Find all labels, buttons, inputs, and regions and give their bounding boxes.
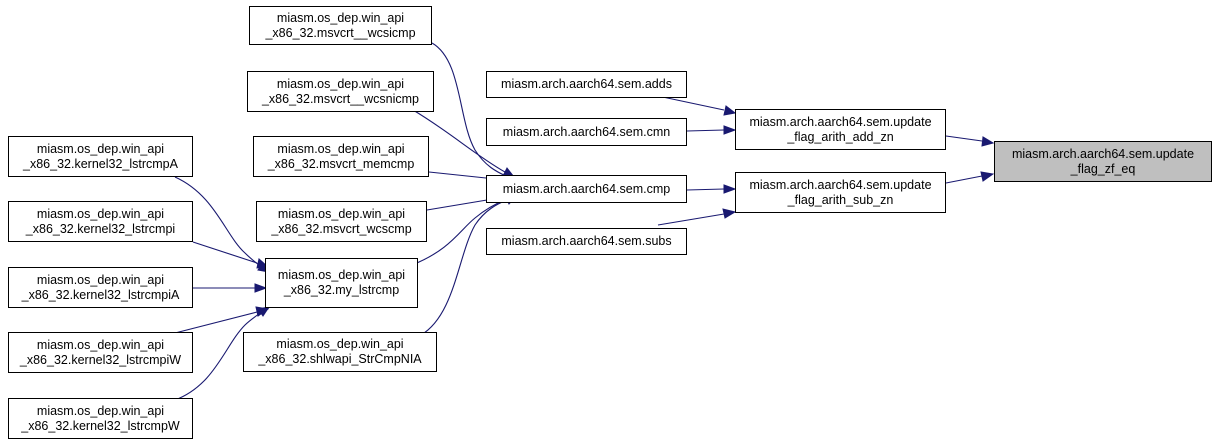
arrowhead xyxy=(257,306,271,317)
node-sem-subs[interactable]: miasm.arch.aarch64.sem.subs xyxy=(486,228,687,255)
edge-subs-to-sub-zn xyxy=(657,213,725,226)
arrowhead xyxy=(723,184,737,194)
edge-add-zn-to-zf-eq xyxy=(945,135,983,142)
edge-wcsnicmp-to-cmp xyxy=(412,109,506,173)
node-label: miasm.os_dep.win_api _x86_32.kernel32_ls… xyxy=(21,272,180,302)
edge-cmn-to-add-zn xyxy=(686,129,725,132)
edge-sub-zn-to-zf-eq xyxy=(945,175,983,184)
node-label: miasm.arch.aarch64.sem.update _flag_arit… xyxy=(749,114,932,144)
edge-my-lstrcmp-to-cmp xyxy=(411,198,508,266)
node-update-flag-arith-sub-zn[interactable]: miasm.arch.aarch64.sem.update _flag_arit… xyxy=(735,172,946,213)
edge-adds-to-add-zn xyxy=(657,95,725,111)
node-label: miasm.os_dep.win_api _x86_32.msvcrt__wcs… xyxy=(265,10,416,40)
arrowhead xyxy=(723,125,737,135)
node-label: miasm.arch.aarch64.sem.subs xyxy=(501,234,672,248)
node-update-flag-arith-add-zn[interactable]: miasm.arch.aarch64.sem.update _flag_arit… xyxy=(735,109,946,150)
arrowhead xyxy=(981,136,995,147)
node-msvcrt-memcmp[interactable]: miasm.os_dep.win_api _x86_32.msvcrt_memc… xyxy=(253,136,429,177)
edge-cmp-to-sub-zn xyxy=(686,188,725,191)
node-label: miasm.os_dep.win_api _x86_32.kernel32_ls… xyxy=(25,206,176,236)
node-kernel32-lstrcmpi[interactable]: miasm.os_dep.win_api _x86_32.kernel32_ls… xyxy=(8,201,193,242)
node-sem-cmn[interactable]: miasm.arch.aarch64.sem.cmn xyxy=(486,118,687,146)
node-label: miasm.os_dep.win_api _x86_32.kernel32_ls… xyxy=(19,337,182,367)
node-msvcrt-wcscmp[interactable]: miasm.os_dep.win_api _x86_32.msvcrt_wcsc… xyxy=(256,201,427,242)
node-shlwapi-strcmpnia[interactable]: miasm.os_dep.win_api _x86_32.shlwapi_Str… xyxy=(243,332,437,372)
node-label: miasm.arch.aarch64.sem.update _flag_zf_e… xyxy=(1011,146,1195,176)
node-label: miasm.arch.aarch64.sem.adds xyxy=(501,77,672,91)
node-label: miasm.os_dep.win_api _x86_32.msvcrt__wcs… xyxy=(261,76,419,106)
edge-lstrcmpi-to-my-lstrcmp xyxy=(192,241,258,264)
node-sem-cmp[interactable]: miasm.arch.aarch64.sem.cmp xyxy=(486,175,687,203)
node-label: miasm.os_dep.win_api _x86_32.msvcrt_wcsc… xyxy=(271,206,412,236)
arrowhead xyxy=(254,283,268,293)
arrowhead xyxy=(980,171,995,182)
node-label: miasm.os_dep.win_api _x86_32.msvcrt_memc… xyxy=(267,141,415,171)
node-sem-adds[interactable]: miasm.arch.aarch64.sem.adds xyxy=(486,71,687,98)
node-msvcrt-wcsnicmp[interactable]: miasm.os_dep.win_api _x86_32.msvcrt__wcs… xyxy=(247,71,434,112)
node-update-flag-zf-eq: miasm.arch.aarch64.sem.update _flag_zf_e… xyxy=(994,141,1212,182)
node-label: miasm.arch.aarch64.sem.update _flag_arit… xyxy=(749,177,932,207)
node-my-lstrcmp[interactable]: miasm.os_dep.win_api _x86_32.my_lstrcmp xyxy=(265,258,418,308)
node-label: miasm.os_dep.win_api _x86_32.my_lstrcmp xyxy=(277,268,406,297)
node-label: miasm.os_dep.win_api _x86_32.kernel32_ls… xyxy=(23,141,178,171)
edge-lstrcmpw-to-my-lstrcmp xyxy=(174,312,261,401)
edge-wcsicmp-to-cmp xyxy=(431,42,507,177)
node-label: miasm.os_dep.win_api _x86_32.shlwapi_Str… xyxy=(258,337,422,366)
arrowhead xyxy=(722,208,737,219)
node-label: miasm.arch.aarch64.sem.cmp xyxy=(502,181,671,196)
node-kernel32-lstrcmpia[interactable]: miasm.os_dep.win_api _x86_32.kernel32_ls… xyxy=(8,267,193,308)
arrowhead xyxy=(723,105,737,116)
edge-strcmpnia-to-cmp xyxy=(420,199,508,336)
node-msvcrt-wcsicmp[interactable]: miasm.os_dep.win_api _x86_32.msvcrt__wcs… xyxy=(249,6,432,45)
node-kernel32-lstrcmpiw[interactable]: miasm.os_dep.win_api _x86_32.kernel32_ls… xyxy=(8,332,193,373)
node-label: miasm.arch.aarch64.sem.cmn xyxy=(502,124,671,139)
node-kernel32-lstrcmpw[interactable]: miasm.os_dep.win_api _x86_32.kernel32_ls… xyxy=(8,398,193,439)
edge-lstrcmpiw-to-my-lstrcmp xyxy=(174,311,258,334)
node-label: miasm.os_dep.win_api _x86_32.kernel32_ls… xyxy=(21,403,180,433)
node-kernel32-lstrcmpa[interactable]: miasm.os_dep.win_api _x86_32.kernel32_ls… xyxy=(8,136,193,177)
